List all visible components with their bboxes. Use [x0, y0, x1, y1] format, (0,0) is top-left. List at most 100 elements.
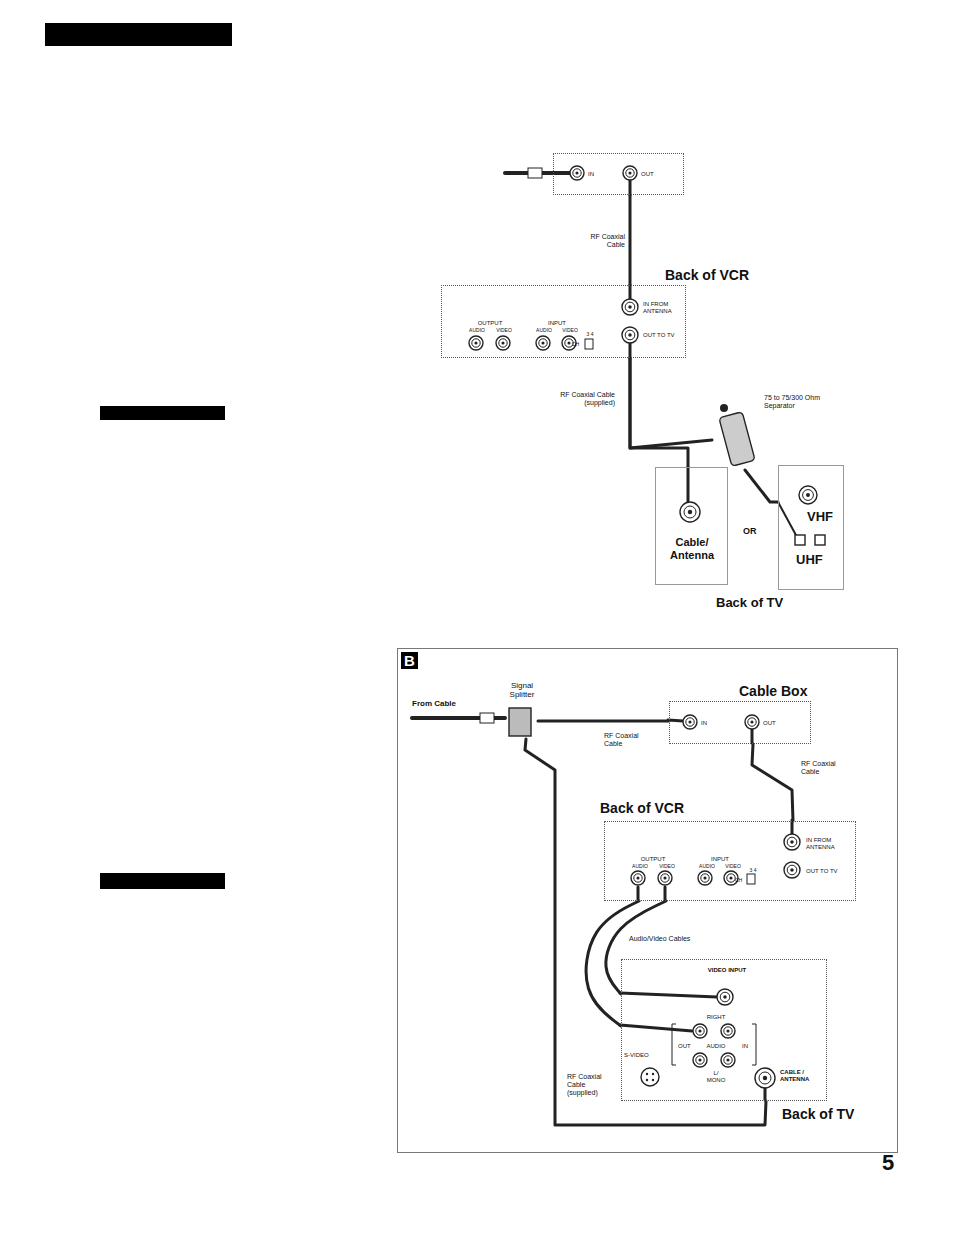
jack — [536, 336, 550, 350]
or-note: OR — [743, 526, 757, 536]
uhf-screw — [815, 535, 825, 545]
jack — [631, 871, 645, 885]
jack — [721, 1024, 735, 1038]
coaxial-cable — [745, 470, 778, 502]
redaction-bar — [45, 23, 232, 46]
jack-label: IN — [588, 171, 602, 178]
coaxial-cable — [586, 901, 639, 1026]
coaxial-cable — [629, 195, 632, 285]
uhf-screw — [795, 535, 805, 545]
group-label: OUTPUT — [470, 320, 510, 327]
vcr-back-panel: Back of VCRIN FROM ANTENNAOUT TO TVOUTPU… — [441, 285, 686, 358]
jack — [623, 166, 637, 180]
cable-plug — [528, 168, 542, 178]
splitter-body — [509, 708, 531, 736]
group-label: INPUT — [539, 320, 575, 327]
jack — [680, 502, 700, 522]
cable-plug — [480, 713, 494, 723]
cable — [629, 285, 632, 299]
jack — [683, 715, 697, 729]
terminal-label: VHF — [807, 510, 843, 525]
jack — [693, 1024, 707, 1038]
jack — [784, 862, 800, 878]
s-video-jack — [641, 1068, 659, 1086]
cable-box: Cable BoxINOUT — [669, 701, 811, 744]
bracket — [672, 1024, 676, 1065]
jack — [469, 336, 483, 350]
figure-letter: B — [401, 652, 418, 669]
redaction-bar — [100, 873, 225, 889]
coaxial-cable — [525, 739, 766, 1125]
separator-body — [719, 412, 755, 467]
jack-label: VIDEO INPUT — [706, 967, 748, 974]
switch-label: CH — [735, 878, 747, 884]
tv-back-panel: VIDEO INPUTRIGHTOUTAUDIOINS-VIDEOL/ MONO… — [621, 959, 827, 1101]
jack-label: AUDIO — [694, 864, 720, 870]
cable — [764, 1088, 767, 1100]
jack — [784, 834, 800, 850]
part-label: Signal Splitter — [499, 681, 545, 699]
panel-title: Back of TV — [782, 1106, 872, 1122]
coaxial-cable — [538, 720, 669, 723]
cable-label: RF Coaxial Cable — [603, 732, 651, 748]
jack — [622, 327, 638, 343]
cable — [620, 1025, 692, 1031]
panel-title: Back of TV — [716, 596, 783, 611]
terminal-label: UHF — [796, 553, 836, 568]
cable-label: RF Coaxial Cable — [800, 760, 848, 776]
s-video-pin — [652, 1073, 654, 1075]
coaxial-cable — [630, 358, 688, 467]
jack-label: Cable/ Antenna — [661, 536, 723, 561]
jack — [721, 1053, 735, 1067]
part-label: 75 to 75/300 Ohm Separator — [764, 394, 836, 410]
diagram-frame: BSignal SplitterCable BoxINOUTBack of VC… — [397, 648, 898, 1153]
s-video-pin — [646, 1079, 648, 1081]
jack — [693, 1053, 707, 1067]
jack-label: RIGHT — [703, 1014, 729, 1021]
jack-label: VIDEO — [491, 328, 517, 334]
jack-label: L/ MONO — [705, 1070, 727, 1084]
jack-label: OUT TO TV — [643, 332, 687, 339]
jack — [799, 486, 817, 504]
cable — [629, 343, 632, 358]
panel-title: Back of VCR — [600, 800, 720, 816]
jack-label: IN — [742, 1043, 752, 1050]
cable — [664, 887, 667, 900]
cable-label: RF Coaxial Cable (supplied) — [556, 391, 616, 407]
switch-label: 3 4 — [582, 332, 598, 338]
cable — [778, 502, 797, 537]
jack-label: VIDEO — [720, 864, 746, 870]
coaxial-cable — [630, 358, 712, 448]
page-number: 5 — [882, 1150, 894, 1175]
jack-label: IN FROM ANTENNA — [643, 301, 677, 315]
converter-box: INOUT — [553, 153, 684, 195]
group-label: OUTPUT — [633, 856, 673, 863]
s-video-pin — [652, 1079, 654, 1081]
jack — [745, 715, 759, 729]
tv-back-panel: VHF UHF — [778, 465, 844, 590]
coaxial-cable — [752, 744, 793, 821]
cable — [620, 993, 717, 997]
cable — [637, 887, 640, 900]
redaction-bar — [100, 406, 225, 420]
channel-switch — [747, 874, 755, 884]
jack-label: CABLE / ANTENNA — [780, 1069, 826, 1083]
jack-label: IN FROM ANTENNA — [806, 837, 840, 851]
tv-back-panel: Cable/ Antenna — [655, 467, 728, 585]
jack-label: S-VIDEO — [624, 1052, 654, 1059]
jack — [658, 871, 672, 885]
jack-label: VIDEO — [654, 864, 680, 870]
vcr-back-panel: Back of VCRIN FROM ANTENNAOUT TO TVOUTPU… — [604, 821, 856, 901]
switch-label: CH — [572, 342, 584, 348]
switch-label: 3 4 — [745, 868, 761, 874]
jack — [496, 336, 510, 350]
cable — [687, 467, 690, 503]
part-title: Cable Box — [739, 683, 819, 699]
ohm-separator: 75 to 75/300 Ohm Separator — [712, 398, 762, 470]
signal-splitter: Signal Splitter — [506, 707, 538, 739]
separator-connector — [720, 404, 728, 412]
bracket — [752, 1024, 756, 1065]
jack-label: VIDEO — [557, 328, 583, 334]
